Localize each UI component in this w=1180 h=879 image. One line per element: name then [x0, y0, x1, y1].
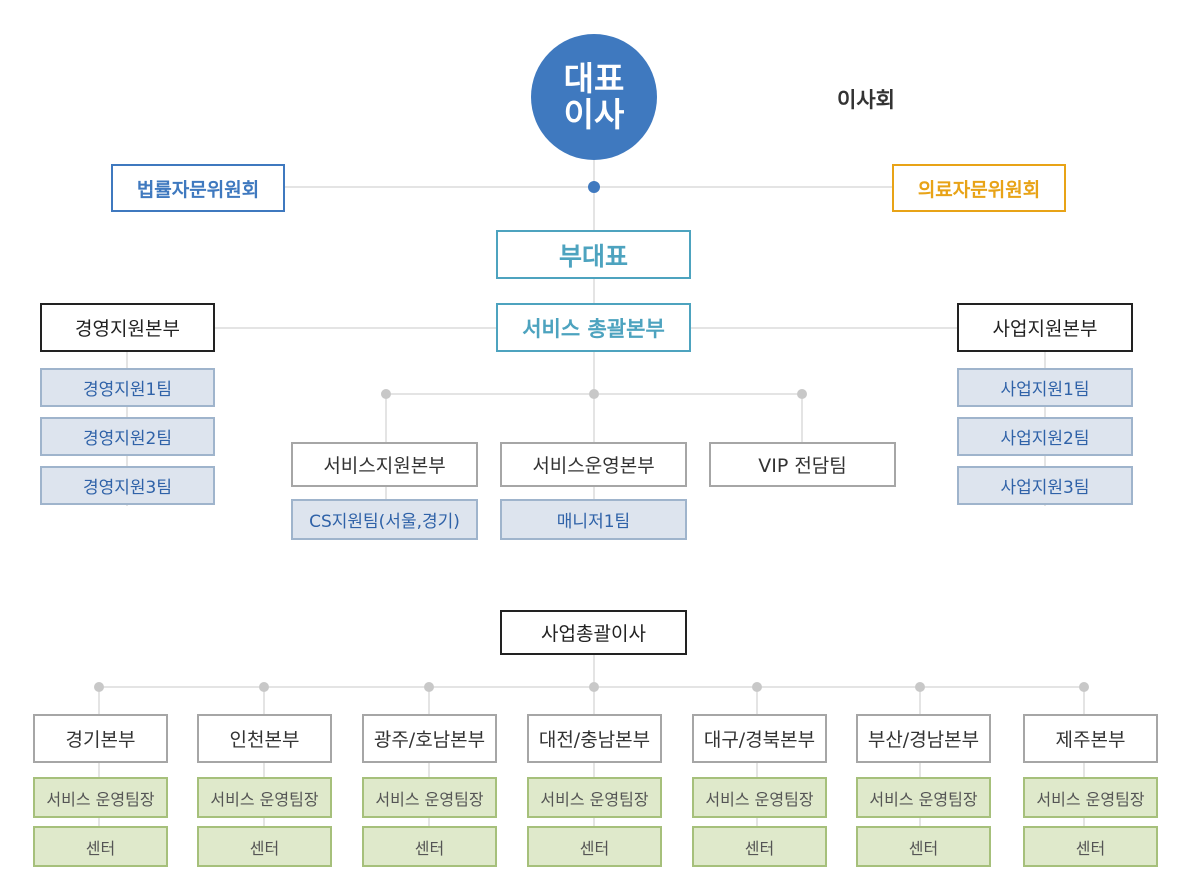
management-team-3: 경영지원3팀 [40, 466, 215, 505]
service-support-division: 서비스지원본부 [291, 442, 478, 487]
board-label: 이사회 [837, 88, 895, 112]
junction-dot [94, 682, 104, 692]
region-manager-box: 서비스 운영팀장 [527, 777, 662, 818]
region-manager-box: 서비스 운영팀장 [692, 777, 827, 818]
medical-committee-box: 의료자문위원회 [892, 164, 1066, 212]
ceo-label-line2: 이사 [563, 95, 625, 134]
region-center-box: 센터 [1023, 826, 1158, 867]
junction-dot [797, 389, 807, 399]
region-box: 부산/경남본부 [856, 714, 991, 763]
region-box: 대전/충남본부 [527, 714, 662, 763]
ceo-label-line1: 대표 [563, 59, 625, 98]
business-team-2: 사업지원2팀 [957, 417, 1133, 456]
region-center-box: 센터 [33, 826, 168, 867]
region-box: 경기본부 [33, 714, 168, 763]
region-manager-box: 서비스 운영팀장 [362, 777, 497, 818]
management-support-division: 경영지원본부 [40, 303, 215, 352]
junction-dot [589, 389, 599, 399]
junction-dot [424, 682, 434, 692]
region-center-box: 센터 [692, 826, 827, 867]
vip-team: VIP 전담팀 [709, 442, 896, 487]
junction-dot [752, 682, 762, 692]
junction-dot [915, 682, 925, 692]
region-center-box: 센터 [197, 826, 332, 867]
region-box: 대구/경북본부 [692, 714, 827, 763]
legal-committee-box: 법률자문위원회 [111, 164, 285, 212]
service-operations-division: 서비스운영본부 [500, 442, 687, 487]
business-team-3: 사업지원3팀 [957, 466, 1133, 505]
ceo-node: 대표 이사 [531, 34, 657, 160]
junction-dot [259, 682, 269, 692]
business-team-1: 사업지원1팀 [957, 368, 1133, 407]
service-hq-box: 서비스 총괄본부 [496, 303, 691, 352]
region-manager-box: 서비스 운영팀장 [33, 777, 168, 818]
business-support-division: 사업지원본부 [957, 303, 1133, 352]
vice-ceo-box: 부대표 [496, 230, 691, 279]
junction-dot [588, 181, 600, 193]
region-center-box: 센터 [856, 826, 991, 867]
cs-support-team: CS지원팀(서울,경기) [291, 499, 478, 540]
management-team-1: 경영지원1팀 [40, 368, 215, 407]
region-center-box: 센터 [362, 826, 497, 867]
junction-dot [1079, 682, 1089, 692]
management-team-2: 경영지원2팀 [40, 417, 215, 456]
business-director-box: 사업총괄이사 [500, 610, 687, 655]
region-manager-box: 서비스 운영팀장 [856, 777, 991, 818]
junction-dot [381, 389, 391, 399]
region-manager-box: 서비스 운영팀장 [1023, 777, 1158, 818]
region-box: 광주/호남본부 [362, 714, 497, 763]
region-manager-box: 서비스 운영팀장 [197, 777, 332, 818]
manager-team-1: 매니저1팀 [500, 499, 687, 540]
junction-dot [589, 682, 599, 692]
region-box: 인천본부 [197, 714, 332, 763]
region-center-box: 센터 [527, 826, 662, 867]
region-box: 제주본부 [1023, 714, 1158, 763]
